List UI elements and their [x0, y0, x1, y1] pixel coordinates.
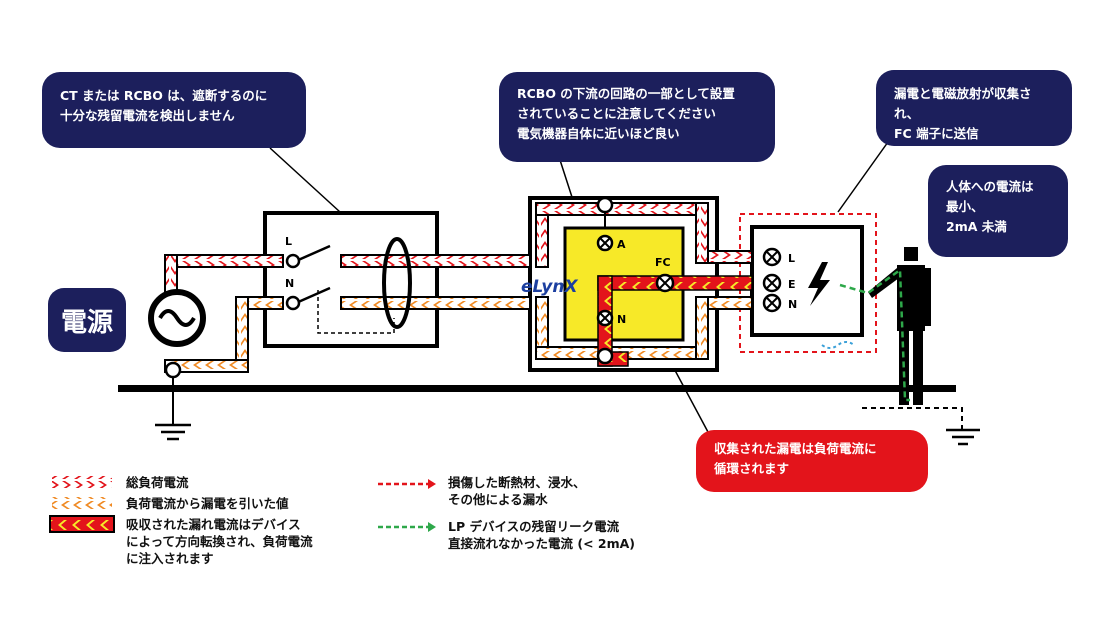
legend-lp-residual: LP デバイスの残留リーク電流 直接流れなかった電流 (< 2mA) — [448, 519, 635, 551]
absorbed-leak-path — [597, 275, 753, 367]
ground-icon-right — [946, 428, 980, 446]
breaker-switches — [285, 244, 331, 311]
callout-ct-rcbo: CT または RCBO は、遮断するのに 十分な残留電流を検出しません — [42, 72, 306, 148]
callout-human-current: 人体への電流は 最小、 2mA 未満 — [928, 165, 1068, 257]
legend-total-load: 総負荷電流 — [126, 475, 189, 490]
lightning-icon — [808, 262, 830, 306]
ground-bar — [118, 385, 956, 392]
load-l-label: L — [788, 252, 795, 265]
ground-dashed-line — [862, 407, 963, 430]
device-n-label: N — [617, 313, 626, 326]
breaker-l-label: L — [285, 235, 292, 248]
load-e-label: E — [788, 278, 796, 291]
device-a-label: A — [617, 238, 626, 251]
legend-swatch-damaged-insulation — [378, 479, 436, 489]
device-fc-label: FC — [655, 256, 671, 269]
elynx-logo: eLynX — [521, 277, 578, 297]
power-source-label: 電源 — [48, 288, 126, 352]
neutral-conductor — [164, 296, 753, 373]
legend-swatch-absorbed-leak — [49, 515, 115, 533]
legend-absorbed-leak: 吸収された漏れ電流はデバイス によって方向転換され、負荷電流 に注入されます — [126, 517, 313, 566]
legend-swatch-lp-residual — [378, 522, 436, 532]
water-leak-mark — [821, 341, 855, 349]
callout-leakage-collected: 漏電と電磁放射が収集され、 FC 端子に送信 — [876, 70, 1072, 146]
ground-icon-left — [155, 423, 191, 441]
lp-residual-path — [839, 267, 910, 402]
load-n-label: N — [788, 298, 797, 311]
breaker-n-label: N — [285, 277, 294, 290]
ct-ring — [382, 237, 412, 329]
legend-load-minus-leak: 負荷電流から漏電を引いた値 — [126, 496, 289, 511]
legend-swatch-load-minus-leak — [52, 497, 112, 509]
legend-swatch-total-load — [52, 476, 112, 488]
legend-damaged-insulation: 損傷した断熱材、浸水、 その他による漏水 — [448, 475, 586, 507]
human-figure-icon — [868, 247, 931, 405]
callout-circulated: 収集された漏電は負荷電流に 循環されます — [696, 430, 928, 492]
source-terminal — [164, 361, 182, 379]
callout-rcbo-downstream: RCBO の下流の回路の一部として設置 されていることに注意してください 電気機… — [499, 72, 775, 162]
